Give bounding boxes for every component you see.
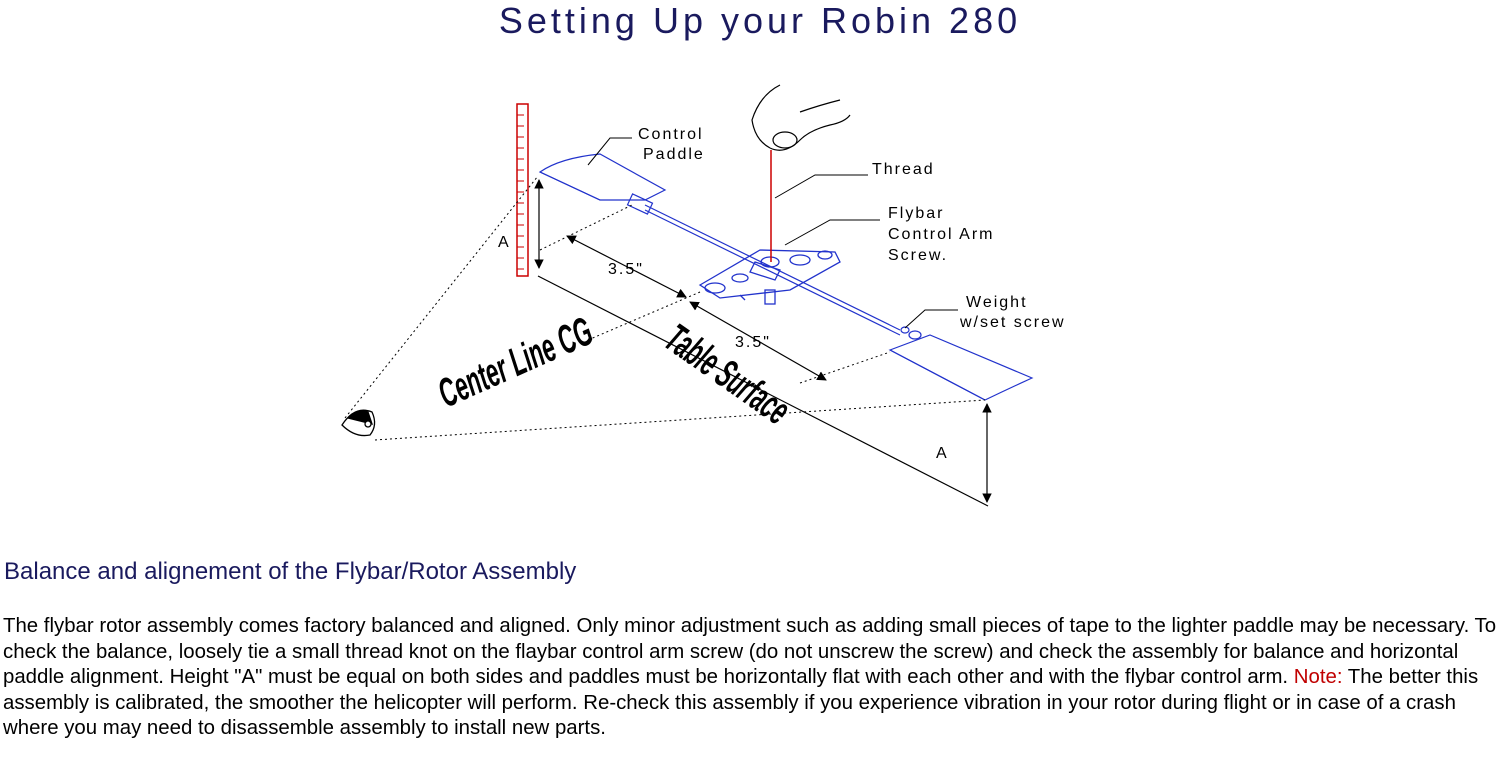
table-surface-label: Table Surface xyxy=(657,315,798,433)
weight-label-1: Weight xyxy=(966,294,1028,311)
flybar-screw-label-3: Screw. xyxy=(888,247,948,264)
section-heading: Balance and alignement of the Flybar/Rot… xyxy=(4,558,577,585)
distance-1-arrow xyxy=(566,235,687,298)
page-title: Setting Up your Robin 280 xyxy=(498,0,1022,41)
body-text-part-2: The better this assembly is calibrated, … xyxy=(3,666,1479,740)
distance-2-label: 3.5" xyxy=(735,334,771,351)
ruler xyxy=(516,103,529,277)
distance-2-arrow xyxy=(689,301,827,381)
flybar-hub xyxy=(698,249,841,305)
body-paragraph: The flybar rotor assembly comes factory … xyxy=(3,614,1500,742)
right-paddle xyxy=(888,326,1034,401)
leader-lines xyxy=(587,137,958,329)
flybar-screw-label-2: Control Arm xyxy=(888,226,994,243)
weight-label-2: w/set screw xyxy=(959,314,1066,331)
height-a-right-label: A xyxy=(936,445,949,462)
table-surface-line xyxy=(537,275,989,507)
height-a-left-label: A xyxy=(498,234,511,251)
thread-label: Thread xyxy=(872,161,935,178)
hand-icon xyxy=(751,84,851,151)
distance-1-label: 3.5" xyxy=(608,261,644,278)
control-paddle-label-1: Control xyxy=(638,126,704,143)
left-paddle xyxy=(538,153,667,215)
flybar-screw-label-1: Flybar xyxy=(888,205,944,222)
flybar-balance-diagram: A A 3.5" 3.5" Control Paddle Thread Flyb… xyxy=(341,84,1066,507)
body-text-part-1: The flybar rotor assembly comes factory … xyxy=(3,615,1497,689)
note-label: Note: xyxy=(1293,666,1343,689)
center-line-label: Center Line CG xyxy=(431,308,599,416)
control-paddle-label-2: Paddle xyxy=(643,146,705,163)
eye-icon xyxy=(341,409,376,437)
